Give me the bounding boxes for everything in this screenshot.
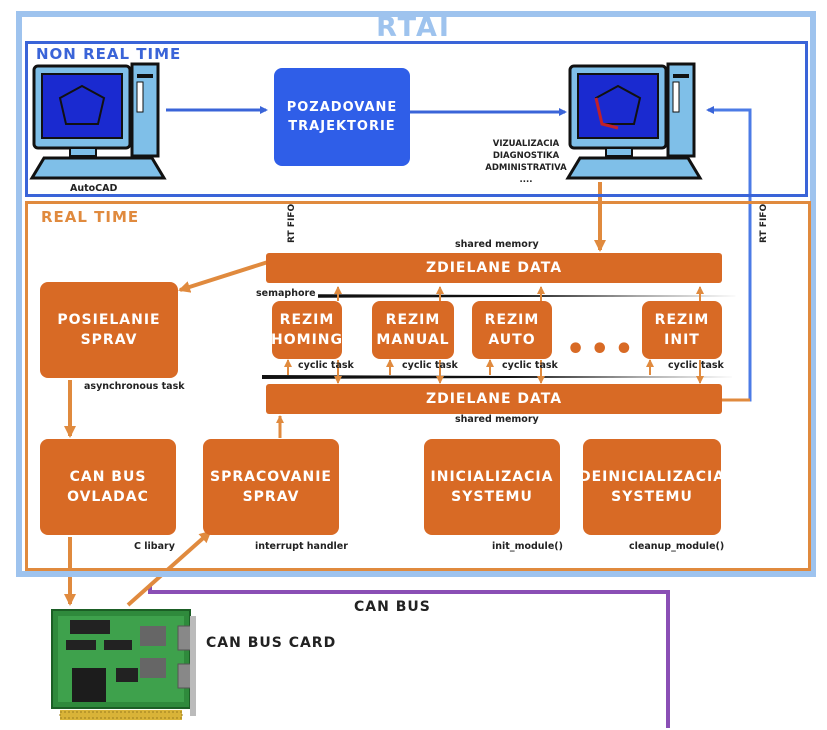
processing-line-1: SPRACOVANIE	[210, 469, 332, 485]
trajectories-line-1: POZADOVANE	[286, 100, 398, 115]
deinit-line-2: SYSTEMU	[611, 489, 693, 505]
mode-box-auto: REZIM AUTO	[472, 301, 552, 359]
non-real-time-frame	[25, 41, 808, 197]
cyclic-task-label-auto: cyclic task	[502, 360, 558, 371]
more-modes-ellipsis: •••	[566, 332, 639, 367]
computer-autocad-icon	[29, 62, 167, 180]
processing-messages-box: SPRACOVANIE SPRAV	[203, 439, 339, 535]
visualization-line-1: VIZUALIZACIA	[492, 139, 560, 149]
computer-visualization-icon	[565, 62, 703, 180]
can-bus-card-label: CAN BUS CARD	[206, 635, 337, 651]
real-time-label: REAL TIME	[41, 208, 140, 226]
sending-line-1: POSIELANIE	[57, 312, 161, 328]
interrupt-handler-label: interrupt handler	[255, 541, 348, 552]
real-time-frame	[25, 201, 811, 571]
shared-memory-label-top: shared memory	[455, 239, 539, 250]
non-real-time-label: NON REAL TIME	[36, 45, 182, 63]
visualization-caption: VIZUALIZACIA DIAGNOSTIKA ADMINISTRATIVA …	[476, 138, 576, 186]
can-bus-driver-box: CAN BUS OVLADAC	[40, 439, 176, 535]
init-module-label: init_module()	[492, 541, 563, 552]
cleanup-module-label: cleanup_module()	[629, 541, 725, 552]
rt-fifo-label-left: RT FIFO	[287, 203, 297, 243]
system-deinit-box: DEINICIALIZACIA SYSTEMU	[579, 439, 724, 535]
cyclic-task-label-init: cyclic task	[668, 360, 724, 371]
trajectories-box: POZADOVANE TRAJEKTORIE	[274, 68, 410, 166]
rtai-title: RTAI	[376, 12, 451, 43]
can-bus-label: CAN BUS	[354, 599, 431, 615]
can-driver-line-2: OVLADAC	[67, 489, 149, 505]
mode-auto-line-2: AUTO	[488, 332, 536, 348]
semaphore-label: semaphore	[254, 288, 318, 299]
rt-fifo-label-right: RT FIFO	[759, 203, 769, 243]
shared-data-bar-bottom: ZDIELANE DATA	[266, 384, 722, 414]
trajectories-line-2: TRAJEKTORIE	[288, 119, 396, 134]
semaphore-line-top	[255, 294, 740, 298]
mode-manual-line-2: MANUAL	[376, 332, 450, 348]
mode-homing-line-2: HOMING	[271, 332, 343, 348]
c-library-label: C libary	[134, 541, 175, 552]
visualization-line-2: DIAGNOSTIKA	[492, 151, 560, 161]
mode-box-homing: REZIM HOMING	[271, 301, 343, 359]
can-bus-line	[148, 585, 670, 728]
cyclic-task-label-manual: cyclic task	[402, 360, 458, 371]
can-driver-line-1: CAN BUS	[69, 469, 147, 485]
mode-manual-line-1: REZIM	[385, 312, 441, 328]
mode-init-line-2: INIT	[664, 332, 700, 348]
can-bus-card-icon	[51, 609, 196, 720]
deinit-line-1: DEINICIALIZACIA	[578, 469, 726, 485]
processing-line-2: SPRAV	[242, 489, 300, 505]
mode-homing-line-1: REZIM	[279, 312, 335, 328]
init-line-2: SYSTEMU	[451, 489, 533, 505]
visualization-line-4: ....	[519, 175, 533, 185]
sending-messages-box: POSIELANIE SPRAV	[40, 282, 178, 378]
arrow-shared-data-to-sending	[178, 260, 269, 293]
autocad-label: AutoCAD	[70, 183, 118, 194]
mode-box-manual: REZIM MANUAL	[372, 301, 454, 359]
visualization-line-3: ADMINISTRATIVA	[485, 163, 567, 173]
shared-data-label-top: ZDIELANE DATA	[425, 260, 563, 276]
init-line-1: INICIALIZACIA	[430, 469, 554, 485]
shared-data-label-bottom: ZDIELANE DATA	[425, 391, 563, 407]
system-init-box: INICIALIZACIA SYSTEMU	[424, 439, 560, 535]
mode-auto-line-1: REZIM	[484, 312, 540, 328]
semaphore-line-bottom	[262, 375, 736, 379]
rtai-frame	[16, 11, 816, 577]
shared-data-bar-top: ZDIELANE DATA	[266, 253, 722, 283]
mode-init-line-1: REZIM	[654, 312, 710, 328]
asynchronous-task-label: asynchronous task	[84, 381, 185, 392]
mode-box-init: REZIM INIT	[642, 301, 722, 359]
cyclic-task-label-homing: cyclic task	[298, 360, 354, 371]
sending-line-2: SPRAV	[80, 332, 138, 348]
shared-memory-label-bottom: shared memory	[455, 414, 539, 425]
